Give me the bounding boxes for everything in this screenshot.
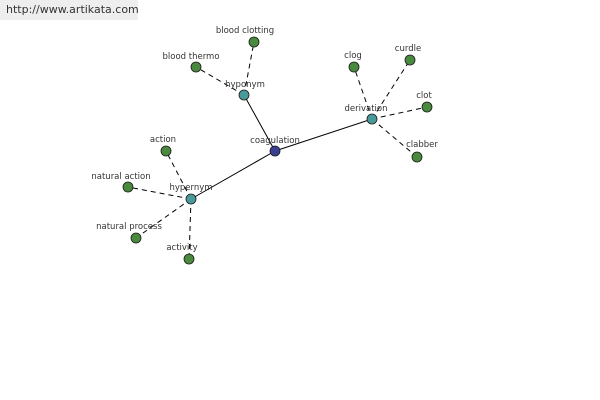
node-label-derivation: derivation: [344, 104, 387, 114]
edge-hypernym-natural-action: [127, 186, 192, 200]
node-dot-action[interactable]: [160, 145, 172, 157]
node-dot-clabber[interactable]: [411, 151, 423, 163]
node-label-hypernym: hypernym: [169, 183, 212, 193]
node-clog[interactable]: clog: [344, 51, 362, 73]
node-natural-action[interactable]: natural action: [91, 172, 151, 193]
edge-hypernym-natural-process: [135, 198, 192, 239]
node-dot-hypernym[interactable]: [185, 193, 197, 205]
node-hypernym[interactable]: hypernym: [169, 183, 213, 205]
node-dot-hyponym[interactable]: [238, 89, 250, 101]
node-label-blood-thermo: blood thermo: [162, 52, 219, 62]
edge-coagulation-derivation: [274, 118, 373, 152]
node-label-blood-clotting: blood clotting: [216, 26, 274, 36]
node-label-curdle: curdle: [395, 44, 421, 54]
node-dot-activity[interactable]: [183, 253, 195, 265]
node-curdle[interactable]: curdle: [395, 44, 421, 66]
node-clot[interactable]: clot: [416, 91, 433, 113]
watermark-url[interactable]: http://www.artikata.com: [0, 0, 139, 20]
edges-layer: [127, 41, 428, 260]
edge-hyponym-blood-thermo: [195, 66, 245, 96]
edge-derivation-clog: [353, 66, 373, 120]
edge-hypernym-activity: [188, 198, 192, 260]
node-dot-clot[interactable]: [421, 101, 433, 113]
node-label-clabber: clabber: [406, 140, 438, 150]
node-dot-blood-thermo[interactable]: [190, 61, 202, 73]
nodes-layer: coagulation hyponym derivation hypernym bloo…: [91, 26, 438, 265]
edge-hypernym-action: [165, 150, 192, 200]
node-clabber[interactable]: clabber: [406, 140, 438, 163]
node-dot-blood-clotting[interactable]: [248, 36, 260, 48]
node-label-coagulation: coagulation: [250, 136, 300, 146]
node-blood-clotting[interactable]: blood clotting: [216, 26, 274, 48]
node-dot-natural-process[interactable]: [130, 232, 142, 244]
node-dot-curdle[interactable]: [404, 54, 416, 66]
node-label-clog: clog: [344, 51, 362, 61]
edge-coagulation-hypernym: [190, 150, 276, 200]
node-dot-natural-action[interactable]: [122, 181, 134, 193]
node-action[interactable]: action: [150, 135, 176, 157]
edge-derivation-clabber: [371, 118, 418, 158]
node-label-clot: clot: [416, 91, 432, 101]
node-label-activity: activity: [166, 243, 197, 253]
node-dot-clog[interactable]: [348, 61, 360, 73]
node-blood-thermo[interactable]: blood thermo: [162, 52, 220, 73]
edge-derivation-curdle: [371, 59, 411, 120]
node-label-natural-process: natural process: [96, 222, 162, 232]
node-dot-derivation[interactable]: [366, 113, 378, 125]
node-label-hyponym: hyponym: [225, 80, 265, 90]
node-natural-process[interactable]: natural process: [96, 222, 162, 244]
node-activity[interactable]: activity: [166, 243, 198, 265]
node-label-natural-action: natural action: [91, 172, 150, 182]
node-coagulation[interactable]: coagulation: [250, 136, 300, 157]
node-dot-coagulation[interactable]: [269, 145, 281, 157]
node-derivation[interactable]: derivation: [344, 104, 388, 125]
edge-coagulation-hyponym: [243, 94, 276, 152]
node-hyponym[interactable]: hyponym: [225, 80, 265, 101]
edge-derivation-clot: [371, 106, 428, 120]
node-label-action: action: [150, 135, 176, 145]
